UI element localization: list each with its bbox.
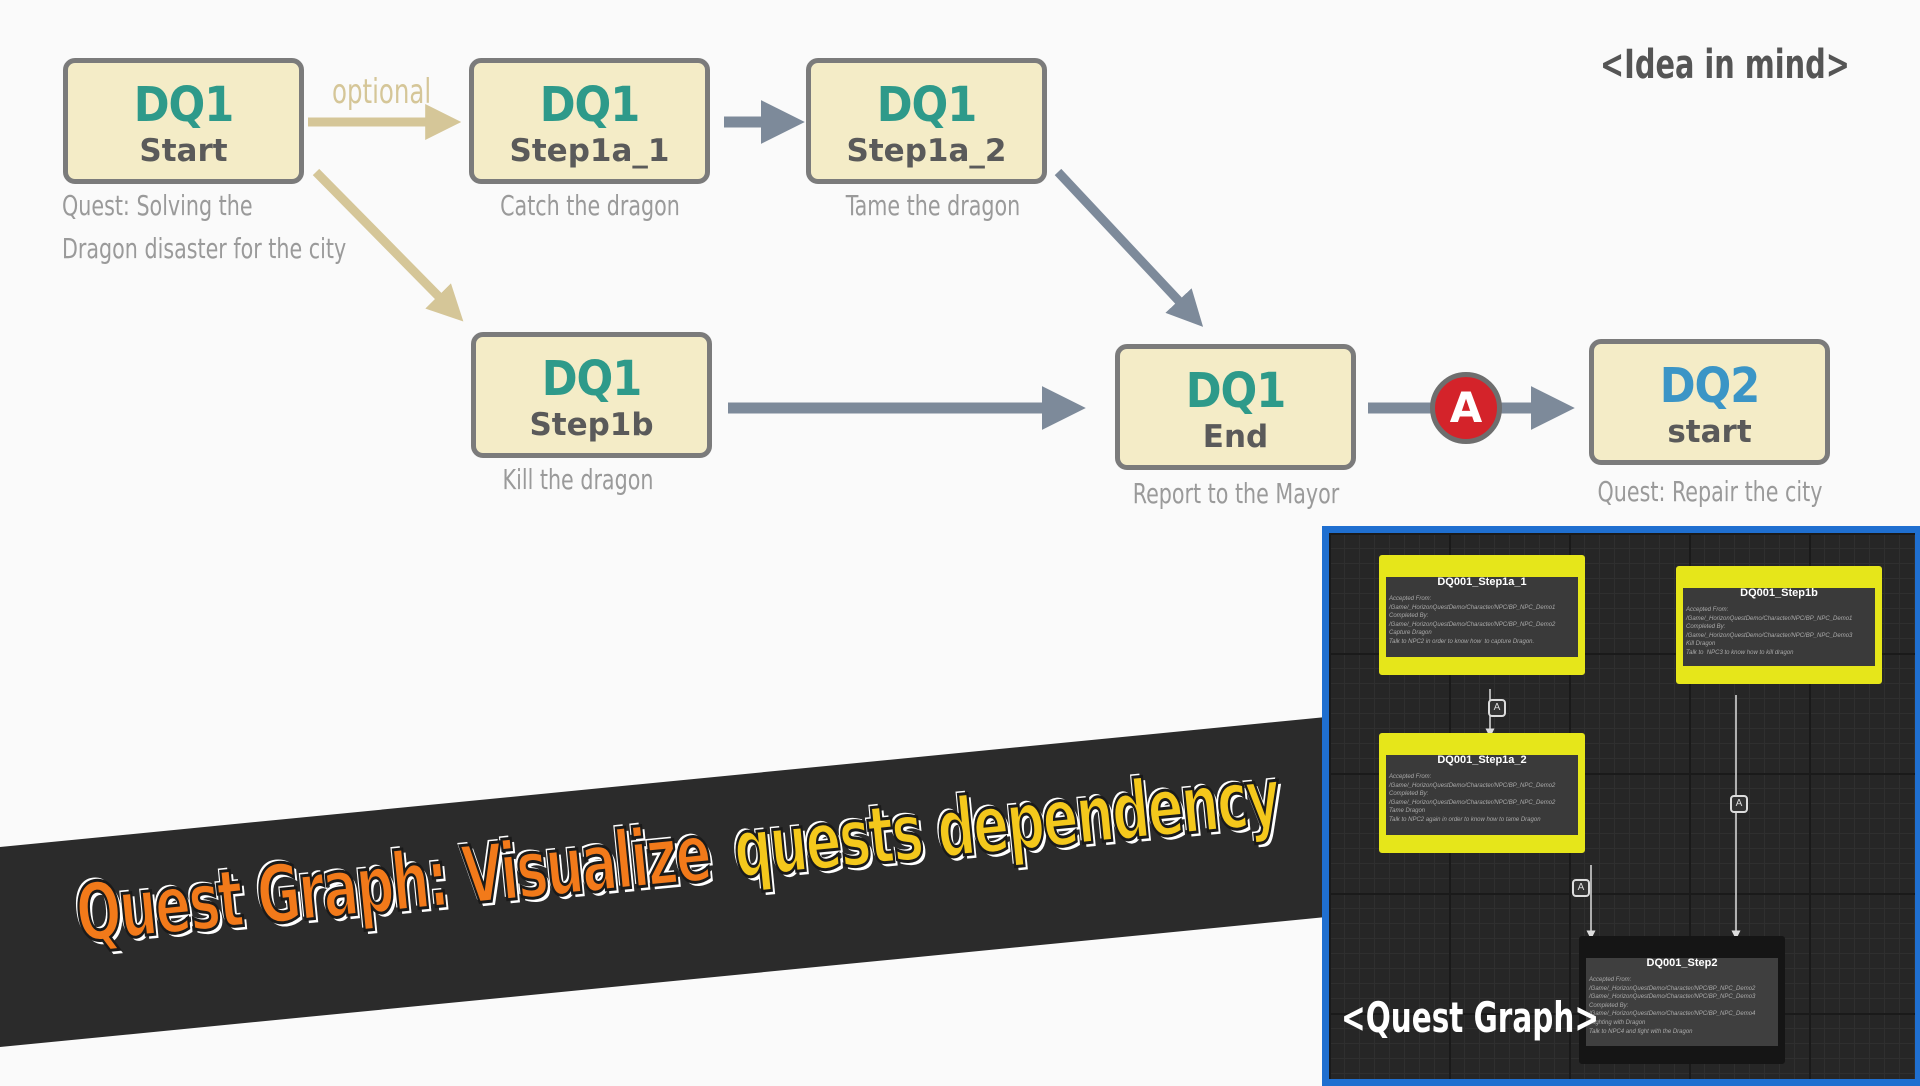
qlink-badge-a: A — [1572, 879, 1590, 897]
qnode-body: Accepted From: /Game/_HorizonQuestDemo/C… — [1686, 607, 1853, 656]
optional-label: optional — [332, 72, 432, 112]
caption-dq1-end: Report to the Mayor — [1132, 477, 1340, 510]
node-code: DQ2 — [1659, 358, 1761, 414]
qnode-body: Accepted From: /Game/_HorizonQuestDemo/C… — [1389, 596, 1556, 645]
node-code: DQ1 — [876, 77, 978, 133]
node-code: DQ1 — [1185, 363, 1287, 419]
node-step: Step1a_1 — [509, 133, 670, 169]
quest-graph-label: <Quest Graph> — [1341, 993, 1600, 1042]
quest-graph-panel[interactable]: DQ001_Step1a_1 Accepted From: /Game/_Hor… — [1322, 526, 1920, 1086]
qnode-title: DQ001_Step1a_2 — [1437, 754, 1527, 766]
caption-dq1-step1a-1: Catch the dragon — [500, 189, 680, 222]
node-dq1-step1b: DQ1 Step1b — [471, 332, 712, 458]
caption-dq1-start-line1: Quest: Solving the — [62, 189, 253, 222]
node-code: DQ1 — [541, 351, 643, 407]
node-step: Start — [139, 133, 228, 169]
node-step: start — [1667, 414, 1752, 450]
arrow-step1a2-to-end — [1054, 168, 1204, 327]
qnode-step1b[interactable]: DQ001_Step1b Accepted From: /Game/_Horiz… — [1676, 566, 1882, 684]
node-dq1-start: DQ1 Start — [63, 58, 304, 184]
qnode-step2[interactable]: DQ001_Step2 Accepted From: /Game/_Horizo… — [1579, 936, 1785, 1064]
qnode-step1a-1[interactable]: DQ001_Step1a_1 Accepted From: /Game/_Hor… — [1379, 555, 1585, 675]
qnode-title: DQ001_Step2 — [1646, 957, 1718, 969]
caption-dq1-step1a-2: Tame the dragon — [845, 189, 1021, 222]
qlink-badge-a: A — [1730, 795, 1748, 813]
node-dq2-start: DQ2 start — [1589, 339, 1830, 465]
node-code: DQ1 — [539, 77, 641, 133]
node-dq1-step1a-1: DQ1 Step1a_1 — [469, 58, 710, 184]
node-step: End — [1202, 419, 1269, 455]
node-step: Step1a_2 — [846, 133, 1007, 169]
arrow-start-to-step1b — [312, 168, 464, 322]
qnode-step1a-2[interactable]: DQ001_Step1a_2 Accepted From: /Game/_Hor… — [1379, 733, 1585, 853]
caption-dq2-start: Quest: Repair the city — [1597, 475, 1823, 508]
transition-badge-a: A — [1430, 372, 1502, 444]
node-dq1-step1a-2: DQ1 Step1a_2 — [806, 58, 1047, 184]
qnode-title: DQ001_Step1a_1 — [1437, 576, 1527, 588]
node-step: Step1b — [529, 407, 654, 443]
node-code: DQ1 — [133, 77, 235, 133]
qnode-title: DQ001_Step1b — [1740, 587, 1818, 599]
caption-dq1-step1b: Kill the dragon — [502, 463, 654, 496]
qlink-badge-a: A — [1488, 699, 1506, 717]
caption-dq1-start-line2: Dragon disaster for the city — [62, 232, 347, 265]
qnode-body: Accepted From: /Game/_HorizonQuestDemo/C… — [1389, 774, 1556, 823]
node-dq1-end: DQ1 End — [1115, 344, 1356, 470]
idea-in-mind-label: <Idea in mind> — [1600, 42, 1850, 88]
qnode-body: Accepted From: /Game/_HorizonQuestDemo/C… — [1589, 977, 1756, 1035]
